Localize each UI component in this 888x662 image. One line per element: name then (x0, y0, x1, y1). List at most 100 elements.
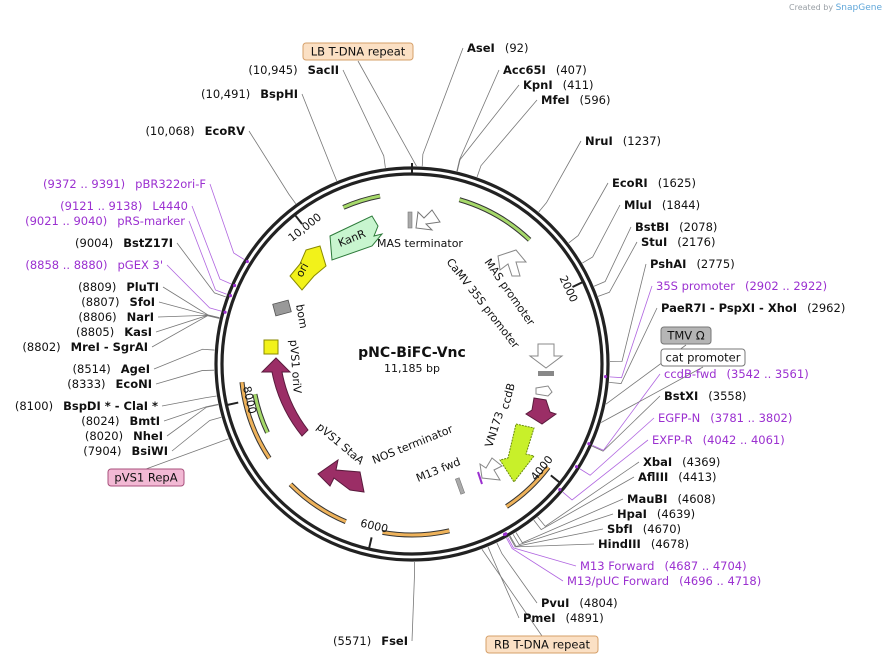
feature-label-nos: NOS terminator (370, 422, 455, 466)
site-pvui[interactable]: PvuI(4804) (541, 596, 618, 610)
site-name: HpaI (617, 507, 647, 521)
primer-m13f[interactable]: M13 Forward(4687 .. 4704) (504, 532, 747, 573)
site-position: (8807) (81, 295, 119, 309)
credit-prefix: Created by (789, 3, 834, 12)
leader-line (582, 204, 621, 264)
tick-mark (293, 213, 303, 225)
site-labels: AseI(92) Acc65I(407)KpnI(411)MfeI(596) Nru… (15, 41, 845, 648)
box-text: RB T-DNA repeat (494, 638, 591, 652)
site-mrei[interactable]: MreI - SgrAI(8802) (22, 340, 148, 354)
site-bstxi[interactable]: BstXI(3558) (664, 389, 747, 403)
site-bstz17i[interactable]: BstZ17I(9004) (75, 236, 173, 250)
site-mlui[interactable]: MluI(1844) (624, 198, 700, 212)
primer-egfpn[interactable]: EGFP-N(3781 .. 3802) (574, 411, 792, 469)
ccdb-arrow (525, 397, 558, 425)
box-lb[interactable]: LB T-DNA repeat (302, 42, 414, 61)
site-xbai[interactable]: XbaI(4369) (643, 455, 720, 469)
site-name: BspHI (260, 87, 298, 101)
site-nrui[interactable]: NruI(1237) (585, 134, 661, 148)
site-mfei[interactable]: MfeI(596) (541, 93, 610, 107)
box-catp[interactable]: cat promoter (660, 348, 746, 367)
primer-ccdbf[interactable]: ccdB-fwd(3542 .. 3561) (587, 367, 809, 446)
site-asei[interactable]: AseI(92) (467, 41, 528, 55)
site-name: EcoRI (612, 176, 648, 190)
site-position: (596) (580, 93, 611, 107)
primer-l4440[interactable]: L4440(9121 .. 9138) (60, 199, 237, 288)
site-agei[interactable]: AgeI(8514) (73, 362, 150, 376)
primer-range: (2902 .. 2922) (745, 279, 827, 293)
site-sfoi[interactable]: SfoI(8807) (81, 295, 155, 309)
site-name: KpnI (523, 78, 553, 92)
leader-line (507, 537, 577, 567)
cat-promoter-arrow (535, 385, 553, 397)
box-rb[interactable]: RB T-DNA repeat (485, 635, 599, 654)
leader-line (145, 438, 229, 470)
primer-range: (3542 .. 3561) (727, 367, 809, 381)
arc-nos-region (382, 529, 450, 537)
box-text: LB T-DNA repeat (311, 45, 406, 59)
box-repa[interactable]: pVS1 RepA (107, 468, 185, 487)
snapgene-credit: Created by SnapGene (789, 3, 882, 13)
primer-prsm[interactable]: pRS-marker(9021 .. 9040) (25, 214, 233, 298)
site-name: XbaI (643, 455, 672, 469)
site-pshai[interactable]: PshAI(2775) (650, 257, 735, 271)
leader-line (171, 416, 222, 452)
leader-line (155, 369, 215, 385)
primer-p35s[interactable]: 35S promoter(2902 .. 2922) (603, 279, 827, 379)
site-nari[interactable]: NarI(8806) (78, 310, 154, 324)
site-bmti[interactable]: BmtI(8024) (81, 414, 160, 428)
site-name: Acc65I (503, 63, 546, 77)
site-aflii[interactable]: AflIII(4413) (638, 470, 717, 484)
site-bstbi[interactable]: BstBI(2078) (635, 220, 717, 234)
site-econi[interactable]: EcoNI(8333) (67, 377, 152, 391)
site-fsei[interactable]: FseI(5571) (333, 634, 408, 648)
leader-line (301, 93, 338, 182)
site-kpni[interactable]: KpnI(411) (523, 78, 594, 92)
leader-line (537, 461, 640, 527)
site-bspdi[interactable]: BspDI * - ClaI *(8100) (15, 399, 158, 413)
primer-m13puc[interactable]: M13/pUC Forward(4696 .. 4718) (502, 532, 761, 588)
site-stui[interactable]: StuI(2176) (641, 235, 716, 249)
primer-name: EGFP-N (658, 411, 700, 425)
site-sacii[interactable]: SacII(10,945) (248, 63, 339, 77)
leader-line (506, 537, 564, 582)
site-name: PluTI (126, 280, 159, 294)
site-position: (2775) (696, 257, 734, 271)
box-tmv[interactable]: TMV Ω (660, 326, 712, 345)
leader-line (357, 60, 417, 167)
site-acc65i[interactable]: Acc65I(407) (503, 63, 587, 77)
primer-pgex[interactable]: pGEX 3'(8858 .. 8880) (25, 258, 227, 314)
box-text: cat promoter (666, 351, 741, 365)
tick-label: 8000 (240, 385, 259, 415)
site-maubi[interactable]: MauBI(4608) (627, 492, 716, 506)
site-nhei[interactable]: NheI(8020) (85, 429, 163, 443)
leader-line (188, 220, 227, 295)
feature-label-mas-term: MAS terminator (377, 237, 463, 250)
primer-exfpr[interactable]: EXFP-R(4042 .. 4061) (558, 433, 785, 492)
arc-repa-inner (253, 393, 269, 434)
leader-line (153, 348, 215, 370)
site-kasi[interactable]: KasI(8805) (76, 325, 152, 339)
primer-pbr322[interactable]: pBR322ori-F(9372 .. 9391) (43, 177, 249, 264)
site-pmei[interactable]: PmeI(4891) (523, 611, 604, 625)
site-bsphi[interactable]: BspHI(10,491) (201, 87, 298, 101)
arc-mas-promoter (458, 198, 531, 241)
box-text: pVS1 RepA (114, 471, 177, 485)
site-ecori[interactable]: EcoRI(1625) (612, 176, 696, 190)
site-sbfi[interactable]: SbfI(4670) (607, 522, 681, 536)
site-position: (8802) (22, 340, 60, 354)
site-ecorv[interactable]: EcoRV(10,068) (145, 124, 245, 138)
leader-line (562, 439, 649, 501)
site-pluti[interactable]: PluTI(8809) (78, 280, 159, 294)
site-hpai[interactable]: HpaI(4639) (617, 507, 695, 521)
site-position: (8514) (73, 362, 111, 376)
site-paer7i[interactable]: PaeR7I - PspXI - XhoI(2962) (661, 301, 845, 315)
site-name: PmeI (523, 611, 556, 625)
site-bsiwi[interactable]: BsiWI(7904) (83, 444, 168, 458)
site-hindiii[interactable]: HindIII(4678) (598, 537, 689, 551)
primer-name: L4440 (152, 199, 188, 213)
leader-line (166, 404, 219, 437)
leader-line (592, 373, 661, 451)
leader-line (568, 182, 609, 244)
primer-name: EXFP-R (652, 433, 693, 447)
